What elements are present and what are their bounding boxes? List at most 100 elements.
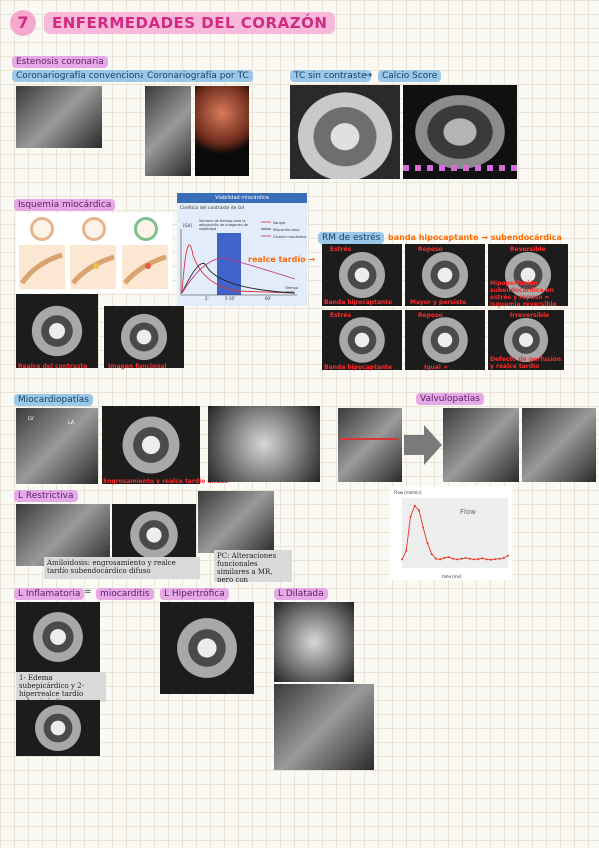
flow-data-point (405, 549, 408, 552)
valvulopatias-heading: Valvulopatías (416, 393, 484, 405)
flow-ylabel: Flow [ml/min] (394, 490, 422, 495)
isquemia-heading: Isquemia miocárdica (14, 199, 116, 211)
coronariografia-label: Coronariografía convencional (12, 70, 153, 82)
curve-healthy (181, 262, 296, 294)
miocardiopatias-red-caption: Engrosamiento y realce tardío difuso (103, 478, 229, 485)
valve-magnitude-image (443, 408, 519, 482)
page-title: ENFERMEDADES DEL CORAZÓN (44, 12, 336, 34)
ischemia-diagram (16, 213, 172, 293)
flow-data-point (456, 558, 459, 561)
flow-data-point (481, 557, 484, 560)
angiotc-label: Coronariografía por TC (143, 70, 253, 82)
miocardiopatias-heading: Miocardiopatías (14, 394, 93, 406)
rm-label-reversible: Reversible (510, 246, 546, 253)
viability-axis-label: Tiempo (min) (285, 286, 298, 294)
hypertrophic-image (160, 602, 254, 694)
flow-data-point (485, 558, 488, 561)
flow-data-point (507, 554, 509, 557)
rm-note-reversible: Hipoperfusión subendocárdica en estrés y… (490, 280, 557, 308)
legend-healthy: Miocardio sano (273, 228, 300, 232)
rm-irreversible-image (488, 310, 564, 370)
flow-data-point (494, 558, 497, 561)
rm-reversible-image (488, 244, 568, 306)
rm-heading: RM de estrés (318, 232, 385, 244)
rm-caption-d: Igual = (424, 364, 449, 371)
dilatada-heading: L Dilatada (274, 588, 328, 600)
flow-data-point (413, 504, 416, 507)
rm-label-irreversible: Irreversible (510, 312, 550, 319)
dilated-image-2 (274, 684, 374, 770)
la-label: LA (68, 420, 75, 426)
rm-rest-image (405, 244, 485, 306)
pc-caption: PC: Alteraciones funcionales similares a… (214, 550, 292, 582)
rm-label-stress-2: Estrés (330, 312, 352, 319)
flow-data-point (490, 558, 492, 561)
rm-subtitle: banda hipocaptante → subendocárdica (388, 233, 562, 242)
calcio-label: Calcio Score (378, 70, 442, 82)
pericarditis-image (198, 491, 274, 553)
flow-data-point (502, 556, 505, 559)
rm-caption-b: Mayor y persiste (410, 299, 467, 306)
inflamatoria-caption: 1- Edema subepicárdico y 2- hiperrealce … (16, 672, 106, 706)
cmr-sa-image (208, 406, 320, 482)
flow-data-point (477, 558, 480, 561)
flow-data-point (430, 553, 433, 555)
curve-scar (181, 257, 296, 294)
restrictiva-image-1 (16, 504, 110, 566)
realce-tardio-annotation: realce tardío → (248, 255, 316, 264)
flow-data-point (447, 556, 450, 559)
tick-2: 2' (205, 296, 209, 301)
inflamatoria-heading: L Inflamatoria (14, 588, 85, 600)
angio-ct-image (145, 86, 191, 176)
viability-chart: Viabilidad miocárdica Cinética del contr… (177, 193, 307, 306)
flow-data-point (426, 542, 429, 545)
calcium-score-image (403, 85, 517, 179)
flow-data-point (443, 556, 446, 559)
flow-data-point (451, 557, 454, 560)
dilated-image-1 (274, 602, 354, 682)
lv-label: LV (28, 416, 34, 422)
curve-blood (181, 244, 296, 294)
ring-ischemic (82, 217, 106, 241)
caption-left: Realce del contraste (18, 363, 88, 370)
arrow-icon: → (364, 70, 373, 81)
valve-cine-image (338, 408, 402, 482)
tick-mid: 5-10' (225, 296, 236, 301)
miocarditis-label: miocarditis (96, 588, 154, 600)
viability-ylabel: [Gd] (183, 223, 192, 228)
viability-curves (180, 221, 297, 296)
page-number-badge: 7 (10, 10, 36, 36)
valve-phase-image (522, 408, 596, 482)
flow-data-point (473, 558, 476, 561)
flow-data-point (409, 515, 412, 518)
restrictiva-heading: L Restrictiva (14, 490, 78, 502)
cmr-4ch-image (102, 406, 200, 484)
flow-data-point (439, 558, 442, 561)
rm-stress-image-2 (322, 310, 402, 370)
viability-chart-note: Ventana de tiempo para la adquisición de… (199, 219, 249, 231)
restrictiva-image-2 (112, 504, 196, 566)
myocarditis-image-2 (16, 700, 100, 756)
flow-xlabel: time [ms] (442, 574, 462, 579)
vessel-drawings (19, 252, 167, 285)
rm-stress-image (322, 244, 402, 306)
angio-ct-3d-image (195, 86, 249, 176)
legend-scar: Cicatriz miocárdica (273, 235, 307, 239)
flow-data-point (468, 557, 471, 560)
flow-chart-svg: Flow Flow [ml/min] time [ms] (394, 490, 509, 579)
late-enhancement-image (16, 294, 98, 368)
chest-ct-scout-image (290, 85, 400, 179)
viability-chart-title: Viabilidad miocárdica (177, 193, 307, 203)
flow-plot-area (402, 498, 508, 568)
flow-data-point (498, 557, 501, 560)
myocarditis-image-1 (16, 602, 100, 672)
rm-caption-c: Banda hipocaptante (324, 364, 393, 371)
rm-label-rest-2: Reposo (418, 312, 443, 319)
amiloidosis-caption: Amiloidosis: engrosamiento y realce tard… (44, 557, 200, 579)
ring-infarcted (134, 217, 158, 241)
angiography-image (16, 86, 102, 148)
rm-caption-a: Banda hipocaptante (324, 299, 393, 306)
flow-data-point (422, 526, 425, 529)
flow-data-point (460, 557, 463, 560)
viability-chart-subtitle: Cinética del contraste de Gd (180, 206, 245, 211)
